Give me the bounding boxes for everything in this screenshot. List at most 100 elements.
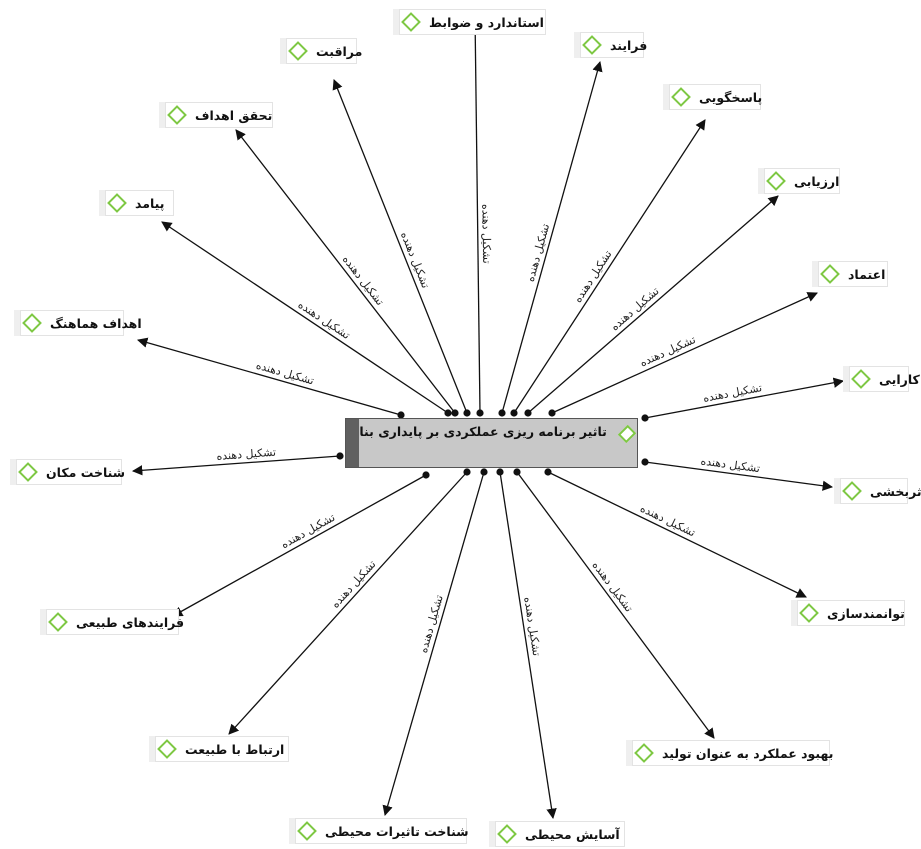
- edge-origin-dot: [641, 414, 649, 422]
- edge-origin-dot: [548, 409, 556, 417]
- node-label: توانمندسازی: [827, 605, 905, 621]
- edge-n-nature-link[interactable]: [228, 471, 468, 735]
- edge-n-comfort[interactable]: [499, 471, 557, 820]
- node-label: کارایی: [879, 371, 920, 387]
- diamond-icon: [851, 369, 871, 389]
- edge-n-trust[interactable]: [551, 292, 818, 414]
- edge-n-natural[interactable]: [172, 474, 427, 617]
- edge-label: تشکیل دهنده: [417, 594, 446, 655]
- diamond-icon: [634, 743, 654, 763]
- edge-label: تشکیل دهنده: [279, 511, 337, 551]
- edge-n-outcome[interactable]: [161, 221, 449, 414]
- edge-origin-dot: [510, 409, 518, 417]
- node-label: اثربخشی: [870, 483, 921, 499]
- node-responsiveness[interactable]: پاسخگویی: [669, 84, 762, 110]
- node-label: استاندارد و ضوابط: [429, 14, 544, 30]
- node-goals[interactable]: تحقق اهداف: [165, 102, 273, 128]
- diamond-icon: [617, 424, 637, 444]
- edge-n-care[interactable]: [332, 79, 468, 414]
- edge-label: تشکیل دهنده: [521, 596, 543, 657]
- diamond-icon: [157, 739, 177, 759]
- edge-label: تشکیل دهنده: [398, 230, 432, 290]
- node-empower[interactable]: توانمندسازی: [797, 600, 905, 626]
- node-standards[interactable]: استاندارد و ضوابط: [399, 9, 546, 35]
- node-env-effects[interactable]: شناخت تاثیرات محیطی: [295, 818, 469, 844]
- diamond-icon: [401, 12, 421, 32]
- edge-n-evaluation[interactable]: [527, 195, 779, 414]
- edge-origin-dot: [476, 409, 484, 417]
- node-care[interactable]: مراقبت: [286, 38, 362, 64]
- edge-origin-dot: [444, 409, 452, 417]
- central-node-label: تاثیر برنامه ریزی عملکردی بر پایداری بنا…: [346, 424, 607, 439]
- diamond-icon: [22, 313, 42, 333]
- diamond-icon: [799, 603, 819, 623]
- diamond-icon: [842, 481, 862, 501]
- node-label: شناخت تاثیرات محیطی: [325, 823, 469, 839]
- node-efficiency[interactable]: کارایی: [849, 366, 920, 392]
- node-label: ارزیابی: [794, 173, 840, 189]
- node-trust[interactable]: اعتماد: [818, 261, 888, 287]
- edge-origin-dot: [336, 452, 344, 460]
- edge-n-process[interactable]: [501, 60, 603, 414]
- edge-label: تشکیل دهنده: [590, 559, 636, 615]
- edge-origin-dot: [397, 411, 405, 419]
- edge-origin-dot: [463, 409, 471, 417]
- node-outcome[interactable]: پیامد: [105, 190, 174, 216]
- edge-n-goals[interactable]: [235, 129, 456, 414]
- node-productivity[interactable]: بهبود عملکرد به عنوان تولید: [632, 740, 833, 766]
- central-node-handle: [346, 419, 359, 467]
- edge-label: تشکیل دهنده: [329, 558, 379, 611]
- central-node[interactable]: تاثیر برنامه ریزی عملکردی بر پایداری بنا…: [345, 418, 638, 468]
- node-aligned-goals[interactable]: اهداف هماهنگ: [20, 310, 142, 336]
- node-process[interactable]: فرایند: [580, 32, 647, 58]
- edge-n-responsiveness[interactable]: [513, 119, 706, 414]
- node-nature-link[interactable]: ارتباط با طبیعت: [155, 736, 289, 762]
- node-label: پیامد: [135, 195, 165, 211]
- node-label: پاسخگویی: [699, 89, 763, 105]
- edge-label: تشکیل دهنده: [608, 284, 662, 333]
- edge-label: تشکیل دهنده: [524, 222, 553, 283]
- node-label: فرایندهای طبیعی: [76, 614, 185, 630]
- edge-label: تشکیل دهنده: [255, 359, 316, 388]
- diamond-icon: [107, 193, 127, 213]
- edge-origin-dot: [422, 471, 430, 479]
- node-label: اهداف هماهنگ: [50, 315, 142, 331]
- node-effectiveness[interactable]: اثربخشی: [840, 478, 921, 504]
- node-comfort[interactable]: آسایش محیطی: [495, 821, 625, 847]
- node-evaluation[interactable]: ارزیابی: [764, 168, 840, 194]
- node-natural[interactable]: فرایندهای طبیعی: [46, 609, 184, 635]
- node-place[interactable]: شناخت مکان: [16, 459, 125, 485]
- edge-n-empower[interactable]: [547, 471, 807, 598]
- edge-origin-dot: [480, 468, 488, 476]
- diamond-icon: [582, 35, 602, 55]
- node-label: آسایش محیطی: [525, 826, 620, 842]
- edge-label: تشکیل دهنده: [571, 248, 614, 305]
- edge-origin-dot: [524, 409, 532, 417]
- node-label: تحقق اهداف: [195, 107, 273, 123]
- edge-origin-dot: [463, 468, 471, 476]
- edge-n-standards[interactable]: [469, 13, 481, 414]
- diamond-icon: [766, 171, 786, 191]
- edge-n-env-effects[interactable]: [382, 471, 485, 816]
- edge-origin-dot: [513, 468, 521, 476]
- edge-label: تشکیل دهنده: [700, 454, 761, 475]
- edge-n-efficiency[interactable]: [644, 377, 845, 419]
- edge-n-effectiveness[interactable]: [644, 461, 834, 491]
- diamond-icon: [288, 41, 308, 61]
- node-label: اعتماد: [848, 266, 886, 282]
- edge-origin-dot: [496, 468, 504, 476]
- edge-n-productivity[interactable]: [516, 471, 715, 739]
- diamond-icon: [820, 264, 840, 284]
- node-label: فرایند: [610, 37, 648, 53]
- diamond-icon: [497, 824, 517, 844]
- edge-n-aligned-goals[interactable]: [136, 337, 402, 416]
- edge-label: تشکیل دهنده: [296, 298, 353, 342]
- edge-origin-dot: [451, 409, 459, 417]
- diamond-icon: [671, 87, 691, 107]
- diamond-icon: [297, 821, 317, 841]
- node-label: ارتباط با طبیعت: [185, 741, 285, 757]
- edge-label: تشکیل دهنده: [216, 446, 276, 463]
- edge-n-place[interactable]: [131, 455, 341, 476]
- edge-label: تشکیل دهنده: [479, 204, 493, 264]
